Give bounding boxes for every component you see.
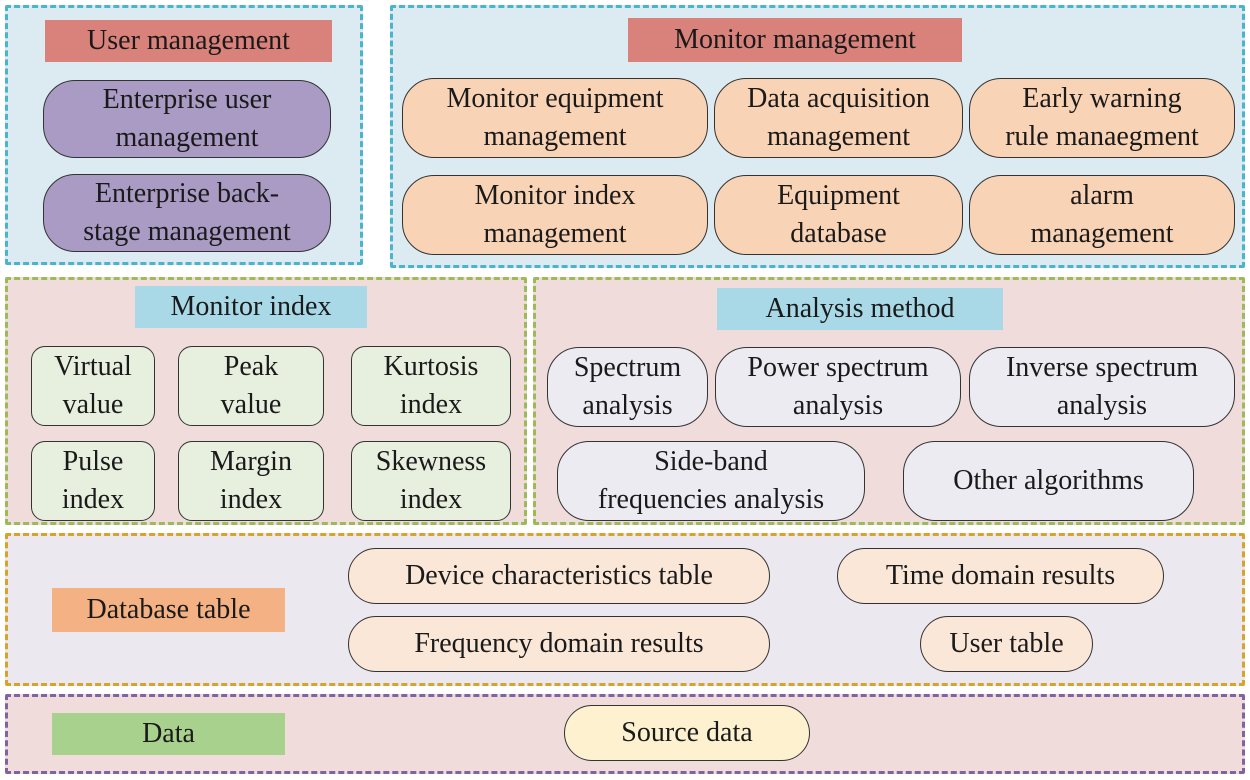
sideband-frequencies-analysis-node: Side-band frequencies analysis — [557, 441, 865, 521]
device-characteristics-table-node: Device characteristics table — [348, 548, 770, 604]
spectrum-analysis-node: Spectrum analysis — [547, 347, 708, 427]
skewness-index-node: Skewness index — [351, 441, 511, 521]
enterprise-backstage-management-node: Enterprise back- stage management — [43, 174, 331, 252]
user-management-title: User management — [45, 20, 332, 62]
monitor-equipment-management-node: Monitor equipment management — [402, 78, 708, 158]
user-table-node: User table — [920, 616, 1093, 672]
source-data-node: Source data — [564, 705, 810, 761]
monitor-index-management-node: Monitor index management — [402, 175, 708, 255]
data-title: Data — [52, 713, 285, 755]
analysis-method-title: Analysis method — [717, 288, 1003, 330]
frequency-domain-results-node: Frequency domain results — [348, 616, 770, 672]
power-spectrum-analysis-node: Power spectrum analysis — [715, 347, 961, 427]
kurtosis-index-node: Kurtosis index — [351, 346, 511, 426]
enterprise-user-management-node: Enterprise user management — [43, 80, 331, 158]
monitor-index-title: Monitor index — [135, 286, 367, 328]
alarm-management-node: alarm management — [969, 175, 1235, 255]
early-warning-rule-management-node: Early warning rule manaegment — [969, 78, 1235, 158]
monitor-management-title: Monitor management — [628, 18, 962, 62]
virtual-value-node: Virtual value — [31, 346, 155, 426]
pulse-index-node: Pulse index — [31, 441, 155, 521]
inverse-spectrum-analysis-node: Inverse spectrum analysis — [969, 347, 1235, 427]
time-domain-results-node: Time domain results — [837, 548, 1164, 604]
peak-value-node: Peak value — [178, 346, 324, 426]
margin-index-node: Margin index — [178, 441, 324, 521]
other-algorithms-node: Other algorithms — [903, 441, 1194, 521]
equipment-database-node: Equipment database — [714, 175, 963, 255]
database-table-title: Database table — [52, 588, 285, 632]
data-acquisition-management-node: Data acquisition management — [714, 78, 963, 158]
